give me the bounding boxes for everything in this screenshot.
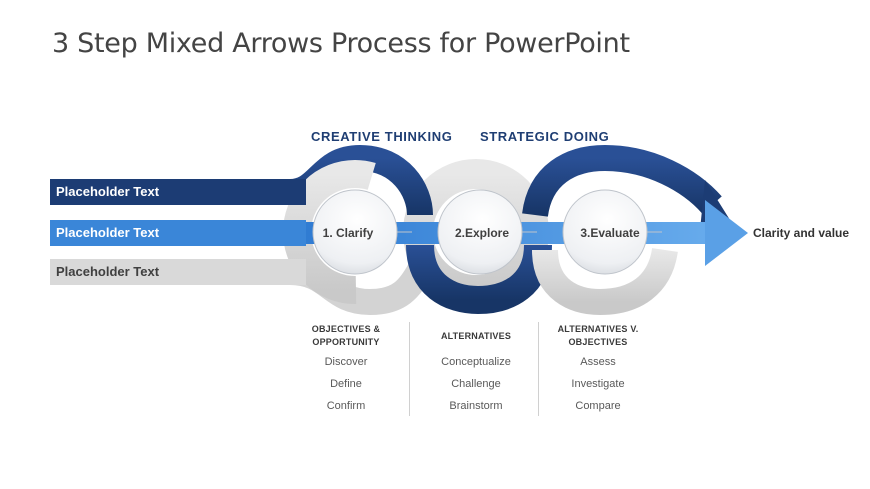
ring-gray-3 bbox=[532, 247, 678, 316]
outcome-label: Clarity and value bbox=[753, 226, 850, 240]
column-item: Confirm bbox=[326, 400, 366, 412]
column-explore: ALTERNATIVES Conceptualize Challenge Bra… bbox=[414, 321, 538, 417]
column-category: OBJECTIVES & OPPORTUNITY bbox=[311, 324, 381, 347]
column-item: Compare bbox=[575, 400, 621, 412]
step-label-clarify: 1. Clarify bbox=[322, 226, 374, 240]
column-divider bbox=[409, 322, 410, 416]
column-item: Assess bbox=[580, 356, 616, 368]
placeholder-bar-dark: Placeholder Text bbox=[50, 179, 306, 205]
column-category: ALTERNATIVES V. OBJECTIVES bbox=[557, 324, 639, 347]
step-node-2 bbox=[437, 189, 537, 275]
slide-title: 3 Step Mixed Arrows Process for PowerPoi… bbox=[52, 28, 630, 59]
column-item: Challenge bbox=[451, 378, 501, 390]
column-category: ALTERNATIVES bbox=[440, 330, 512, 341]
placeholder-bar-mid: Placeholder Text bbox=[50, 220, 306, 246]
header-creative-thinking: CREATIVE THINKING bbox=[311, 129, 453, 144]
column-item: Brainstorm bbox=[449, 400, 503, 412]
placeholder-bar-gray: Placeholder Text bbox=[50, 259, 306, 285]
arrow-mid-head bbox=[705, 200, 748, 266]
ring-dark-2 bbox=[406, 244, 552, 315]
ring-dark-3 bbox=[522, 144, 722, 218]
step-label-evaluate: 3.Evaluate bbox=[580, 226, 640, 240]
column-clarify: OBJECTIVES & OPPORTUNITY Discover Define… bbox=[284, 321, 408, 417]
header-strategic-doing: STRATEGIC DOING bbox=[480, 129, 610, 144]
step-label-explore: 2.Explore bbox=[454, 226, 510, 240]
column-item: Investigate bbox=[571, 378, 625, 390]
column-item: Define bbox=[330, 378, 362, 390]
column-item: Conceptualize bbox=[441, 356, 511, 368]
column-divider bbox=[538, 322, 539, 416]
step-node-3 bbox=[562, 189, 662, 275]
column-item: Discover bbox=[324, 356, 368, 368]
step-node-1 bbox=[312, 189, 412, 275]
column-evaluate: ALTERNATIVES V. OBJECTIVES Assess Invest… bbox=[536, 321, 660, 417]
